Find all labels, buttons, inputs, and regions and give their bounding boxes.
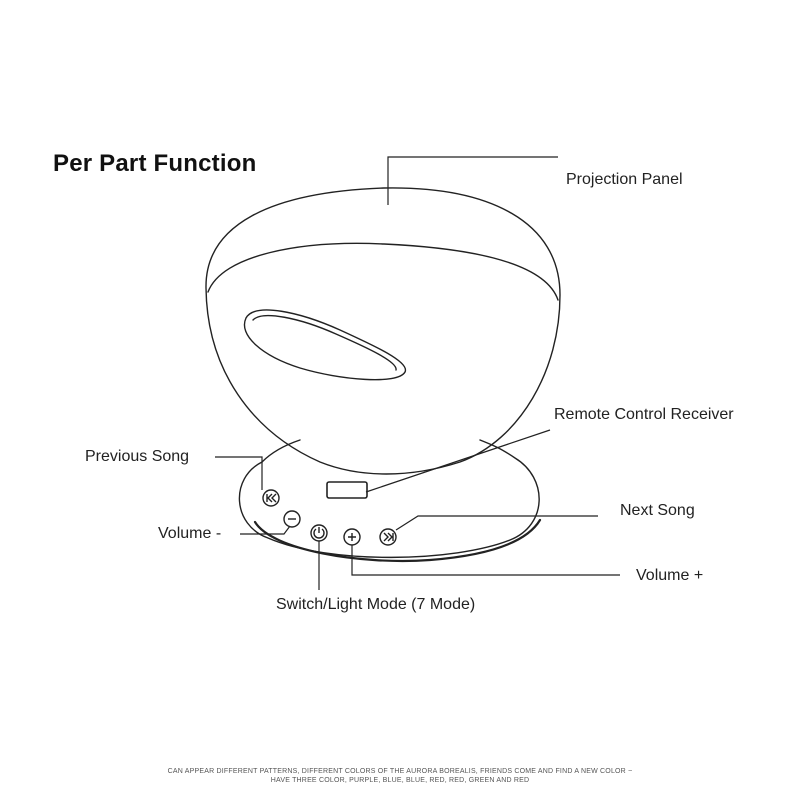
label-volume-down: Volume - <box>158 525 222 542</box>
label-switch-light-mode: Switch/Light Mode (7 Mode) <box>276 596 476 613</box>
leader-remote-receiver <box>365 429 551 493</box>
remote-receiver-window <box>326 481 368 499</box>
label-volume-up: Volume + <box>636 567 704 584</box>
leader-previous-song <box>215 456 263 490</box>
base-outline <box>238 439 540 559</box>
leader-volume-up <box>351 545 620 576</box>
diagram-title: Per Part Function <box>53 150 257 177</box>
base-bottom-rim <box>253 518 542 563</box>
label-next-song: Next Song <box>620 502 695 519</box>
label-previous-song: Previous Song <box>85 448 190 465</box>
footer-line-1: CAN APPEAR DIFFERENT PATTERNS, DIFFERENT… <box>167 768 633 775</box>
footer-line-2: HAVE THREE COLOR, PURPLE, BLUE, BLUE, RE… <box>270 777 530 784</box>
leader-volume-down <box>240 525 291 535</box>
next-track-icon <box>379 528 397 546</box>
bowl-outline <box>205 187 561 475</box>
minus-icon <box>283 510 301 528</box>
bowl-window <box>243 309 407 381</box>
previous-track-icon <box>262 489 280 507</box>
bowl-rim <box>207 242 559 301</box>
leader-next-song <box>395 515 598 531</box>
leader-projection-panel <box>387 156 558 205</box>
label-projection-panel: Projection Panel <box>566 171 683 188</box>
label-remote-control-receiver: Remote Control Receiver <box>554 406 734 423</box>
